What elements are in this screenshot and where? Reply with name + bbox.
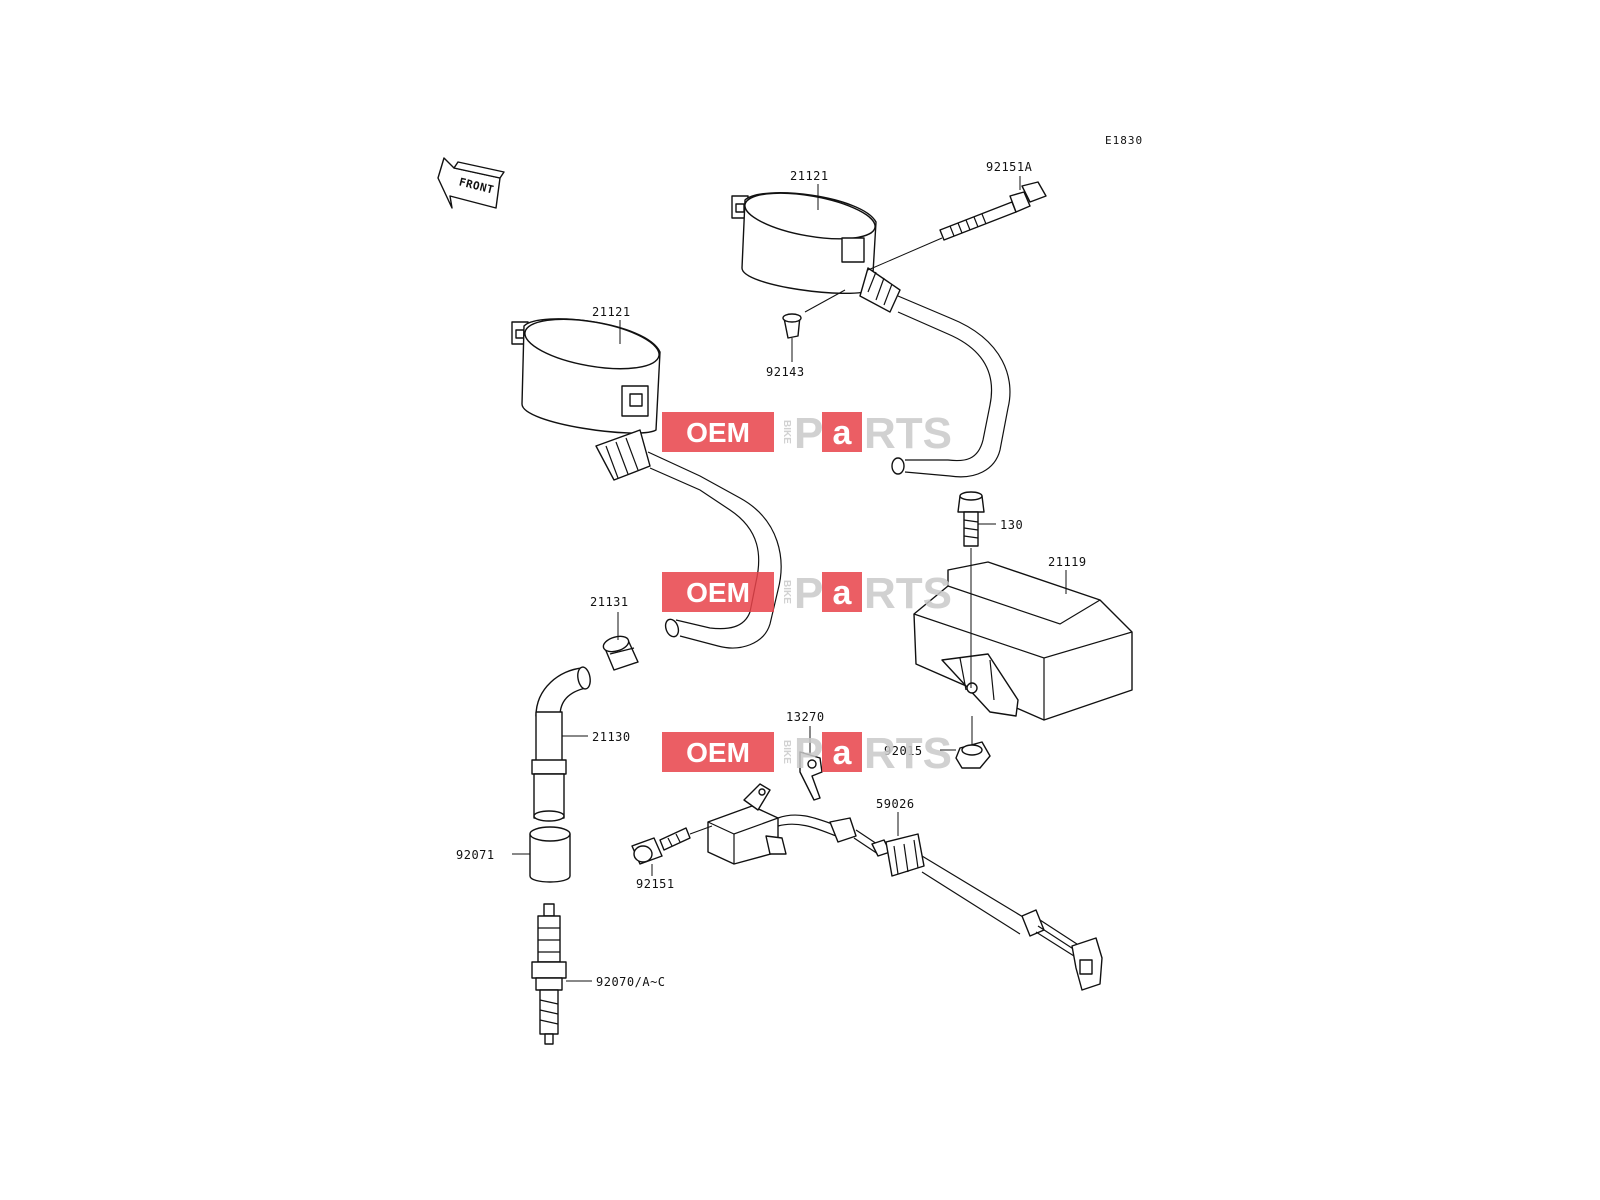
diagram-code: E1830	[1105, 134, 1143, 147]
front-arrow-icon: FRONT	[437, 157, 505, 209]
label-pickup-59026: 59026	[876, 797, 915, 811]
watermark-oem-text: OEM	[686, 577, 750, 608]
watermark-a-text: a	[833, 414, 853, 452]
ignition-coil-upper	[731, 192, 1011, 478]
watermark-rts-text: RTS	[864, 409, 952, 458]
label-clamp-13270: 13270	[786, 710, 825, 724]
watermark-p-text: P	[794, 729, 823, 778]
label-plug-92070: 92070/A~C	[596, 975, 666, 989]
watermark-oem-box	[662, 572, 774, 612]
watermark-oem-text: OEM	[686, 417, 750, 448]
watermark-a-text: a	[833, 574, 853, 612]
label-bolt-92151: 92151	[636, 877, 675, 891]
watermark-bike-text: BIKE	[781, 420, 792, 444]
watermark-a-box	[822, 412, 862, 452]
label-cap-21130: 21130	[592, 730, 631, 744]
watermark-oem-box	[662, 412, 774, 452]
label-coil-upper: 21121	[790, 169, 829, 183]
plug-cap-21130	[531, 666, 591, 822]
seal-92071	[529, 826, 571, 883]
label-collar-92143: 92143	[766, 365, 805, 379]
leader-lines	[512, 176, 1067, 982]
watermark-p-text: P	[794, 569, 823, 618]
ignition-coil-lower	[511, 318, 782, 649]
label-collar-21131: 21131	[590, 595, 629, 609]
watermark-bike-text: BIKE	[781, 740, 792, 764]
watermark-bike-text: BIKE	[781, 580, 792, 604]
watermark-rts-text: RTS	[864, 729, 952, 778]
nut-92015	[955, 716, 991, 769]
spark-plug-92070	[531, 903, 567, 1045]
bolt-130	[957, 491, 985, 688]
label-seal-92071: 92071	[456, 848, 495, 862]
label-bolt-92151a: 92151A	[986, 160, 1033, 174]
bolt-92151a	[804, 181, 1047, 313]
igniter-21119	[913, 561, 1133, 721]
watermark-rts-text: RTS	[864, 569, 952, 618]
label-coil-lower: 21121	[592, 305, 631, 319]
label-nut-92015: 92015	[884, 744, 923, 758]
watermark-oem-box	[662, 732, 774, 772]
watermark-a-box	[822, 572, 862, 612]
collar-92143	[782, 313, 802, 339]
label-igniter-21119: 21119	[1048, 555, 1087, 569]
watermark-p-text: P	[794, 409, 823, 458]
label-bolt-130: 130	[1000, 518, 1023, 532]
watermark-a-text: a	[833, 734, 853, 772]
watermark-oem-text: OEM	[686, 737, 750, 768]
watermark-a-box	[822, 732, 862, 772]
pickup-coil-59026	[631, 751, 1103, 991]
collar-21131	[602, 635, 639, 671]
